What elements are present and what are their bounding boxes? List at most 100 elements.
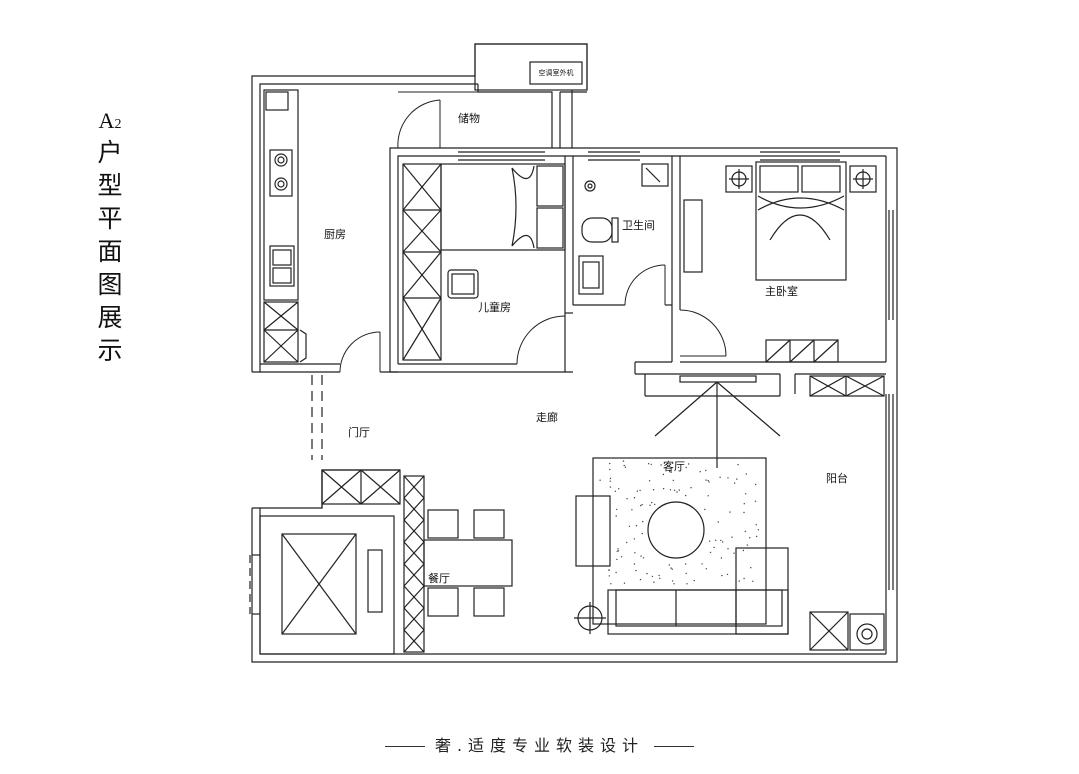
rug-dot xyxy=(709,540,711,542)
rug-dot xyxy=(719,476,721,478)
rug-dot xyxy=(685,494,687,497)
sink xyxy=(269,245,295,287)
rug-dot xyxy=(701,563,703,565)
rug-dot xyxy=(649,504,651,506)
kids-bed xyxy=(440,163,566,251)
rug-dot xyxy=(715,539,717,541)
rug xyxy=(592,457,767,625)
room-labels: 储物 厨房 儿童房 卫生间 主卧室 走廊 门厅 客厅 阳台 餐厅 xyxy=(324,111,848,585)
rug-dot xyxy=(746,544,749,546)
rug-dot xyxy=(668,469,671,472)
rug-dot xyxy=(720,557,723,559)
rug-dot xyxy=(616,558,618,561)
rug-dot xyxy=(721,574,723,577)
elevator xyxy=(281,533,357,635)
plan-title: A2 户 型 平 面 图 展 示 xyxy=(92,108,128,367)
rug-dot xyxy=(693,579,695,582)
rug-dot xyxy=(671,580,674,582)
rug-dot xyxy=(669,489,672,491)
plan-code: A2 xyxy=(92,108,128,134)
label-master-bedroom: 主卧室 xyxy=(765,284,798,298)
rug-dot xyxy=(669,471,671,473)
rug-dot xyxy=(733,482,736,484)
rug-dot xyxy=(633,563,636,565)
rug-dot xyxy=(628,525,631,528)
rug-dot xyxy=(646,572,648,575)
rug-dot xyxy=(659,577,661,579)
rug-dot xyxy=(635,525,638,527)
rug-dot xyxy=(614,490,616,492)
rug-dot xyxy=(662,488,665,490)
rug-dot xyxy=(608,575,610,577)
rug-dot xyxy=(640,555,642,557)
rug-dot xyxy=(690,487,692,489)
title-char: 户 xyxy=(97,138,123,167)
bathroom-fixtures xyxy=(578,163,669,295)
kids-room-furniture xyxy=(402,163,566,361)
dining-table xyxy=(423,539,513,587)
rug-dot xyxy=(641,532,643,535)
rug-dot xyxy=(720,539,722,542)
rug-dot xyxy=(743,503,745,505)
rug-dot xyxy=(705,479,707,481)
rug-dot xyxy=(737,463,739,466)
rug-dot xyxy=(616,550,618,552)
rug-dot xyxy=(623,464,625,467)
title-char: 图 xyxy=(97,270,123,299)
rug-dot xyxy=(699,471,701,473)
rug-dot xyxy=(745,493,747,495)
rug-dot xyxy=(755,535,758,538)
rug-dot xyxy=(668,564,670,566)
footer-slogan: 奢.适度专业软装设计 xyxy=(0,732,1079,756)
rug-dot xyxy=(610,583,612,585)
rug-dot xyxy=(749,537,751,539)
rug-dot xyxy=(631,509,633,511)
rug-dot xyxy=(609,477,612,480)
rug-dot xyxy=(685,466,687,469)
cooktop xyxy=(269,149,293,197)
rug-dot xyxy=(673,583,675,585)
rug-dot xyxy=(609,468,611,471)
rug-dot xyxy=(634,552,636,554)
label-balcony: 阳台 xyxy=(826,471,848,485)
label-kitchen: 厨房 xyxy=(324,228,346,241)
rug-dot xyxy=(676,491,678,493)
rug-dot xyxy=(752,580,754,582)
rug-dot xyxy=(636,490,639,492)
rug-dot xyxy=(633,497,636,499)
rug-dot xyxy=(662,473,665,476)
footer-dash-left xyxy=(384,746,425,747)
rug-dot xyxy=(672,479,674,482)
label-storage: 储物 xyxy=(458,111,480,125)
rug-dot xyxy=(623,582,626,584)
rug-dot xyxy=(686,583,688,585)
rug-dot xyxy=(745,473,747,475)
rug-dot xyxy=(642,520,644,523)
basin xyxy=(578,255,604,295)
cabinet-cross-line xyxy=(403,585,425,609)
rug-dot xyxy=(757,529,760,531)
tv-cabinet xyxy=(575,495,611,567)
rug-dot xyxy=(639,578,642,581)
balcony-fixtures xyxy=(809,375,885,651)
rug-dot xyxy=(727,477,729,479)
rug-dot xyxy=(640,504,642,507)
plan-code-number: 2 xyxy=(114,117,122,132)
rug-dot xyxy=(729,511,731,513)
rug-dot xyxy=(609,480,611,482)
footer-text: 奢.适度专业软装设计 xyxy=(434,736,645,755)
rug-dot xyxy=(633,538,636,540)
title-char: 型 xyxy=(97,171,123,200)
rug-dot xyxy=(736,478,738,480)
rug-dot xyxy=(615,571,617,574)
rug-dot xyxy=(707,479,709,482)
rug-dot xyxy=(685,563,687,565)
label-foyer: 门厅 xyxy=(348,425,370,439)
label-living-room: 客厅 xyxy=(663,459,685,473)
kitchen-fixtures xyxy=(263,89,307,363)
rug-dot xyxy=(687,463,690,465)
rug-dot xyxy=(709,551,712,554)
cabinet-cross-line xyxy=(403,541,425,565)
